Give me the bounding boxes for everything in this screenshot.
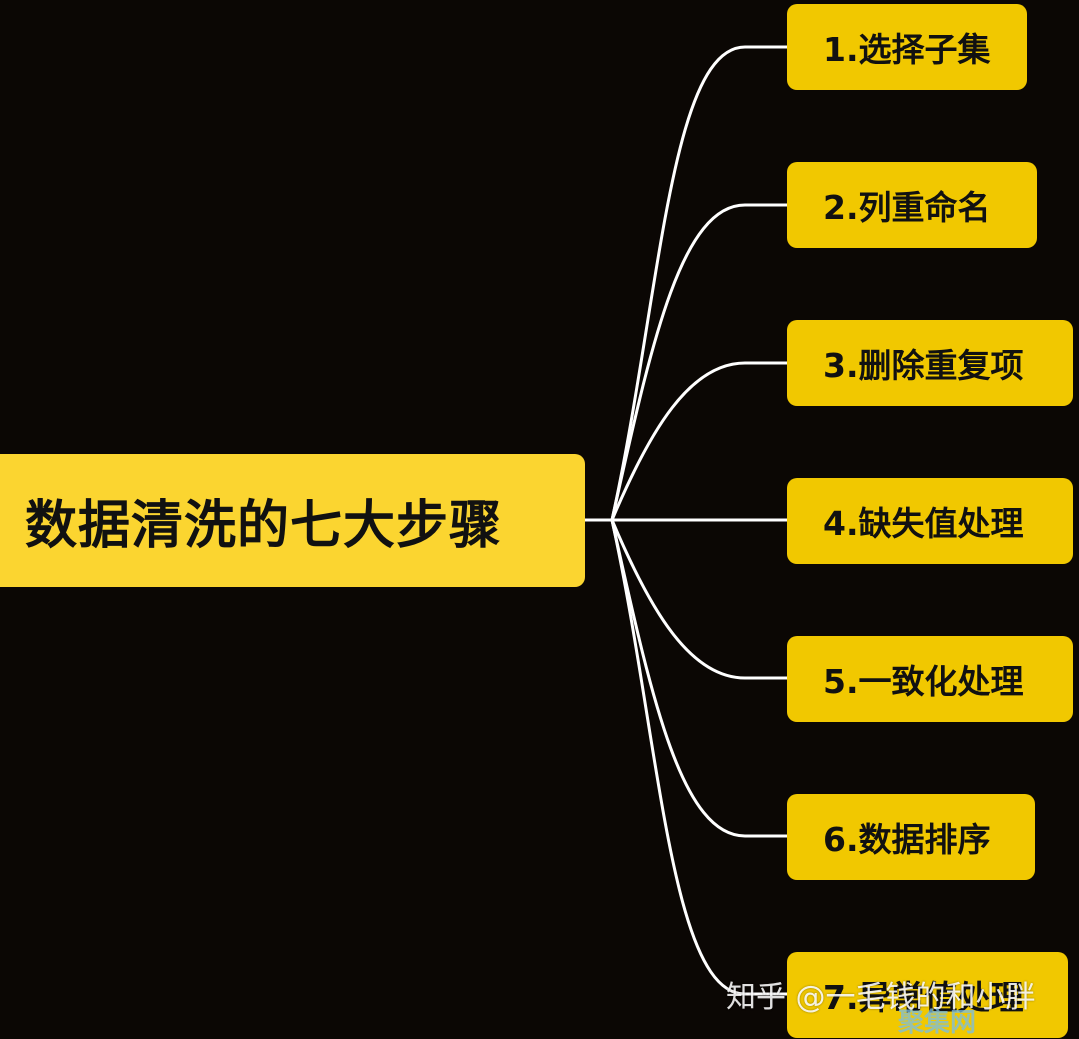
step-node-5: 5.一致化处理 <box>787 636 1073 722</box>
connector-step-3 <box>610 361 787 521</box>
zhihu-watermark: 知乎 @一毛钱的和小胖 <box>726 980 1036 1015</box>
connector-step-7 <box>610 519 787 996</box>
root-label: 数据清洗的七大步骤 <box>25 496 503 556</box>
connector-step-2 <box>610 203 787 521</box>
step-node-3: 3.删除重复项 <box>787 320 1073 406</box>
connector-step-5 <box>610 519 787 680</box>
connector-step-1 <box>610 45 787 521</box>
step-label: 1.选择子集 <box>823 30 991 69</box>
step-node-6: 6.数据排序 <box>787 794 1035 880</box>
root-node: 数据清洗的七大步骤 <box>0 454 585 587</box>
connector-step-6 <box>610 519 787 838</box>
site-watermark: 聚集网 <box>898 1008 977 1038</box>
step-label: 5.一致化处理 <box>823 662 1024 701</box>
step-node-1: 1.选择子集 <box>787 4 1027 90</box>
step-label: 4.缺失值处理 <box>823 504 1024 543</box>
step-node-2: 2.列重命名 <box>787 162 1037 248</box>
step-label: 6.数据排序 <box>823 820 991 859</box>
step-label: 7.异常值处理 <box>823 978 1024 1017</box>
step-label: 2.列重命名 <box>823 188 991 227</box>
step-label: 3.删除重复项 <box>823 346 1024 385</box>
step-node-4: 4.缺失值处理 <box>787 478 1073 564</box>
step-node-7: 7.异常值处理 <box>787 952 1068 1038</box>
